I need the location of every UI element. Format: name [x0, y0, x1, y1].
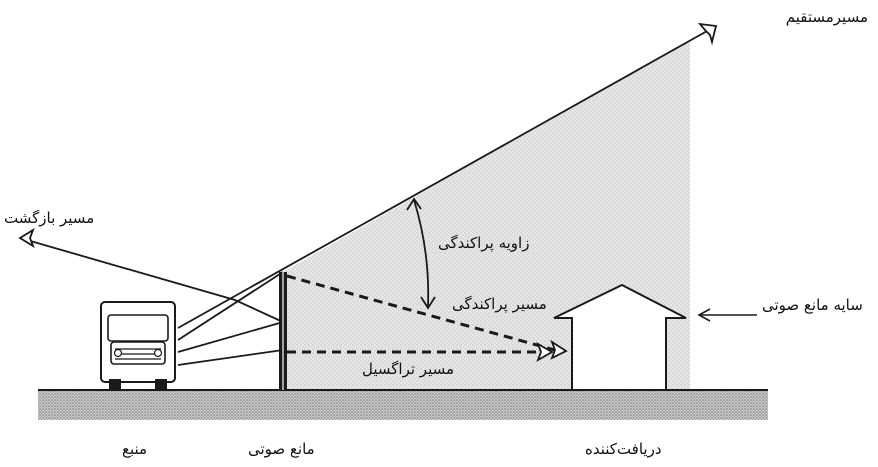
truck-icon: [100, 301, 176, 390]
ray-to-barrier-mid: [177, 321, 284, 353]
house-icon: [553, 283, 687, 391]
label-barrier-shadow: سایه مانع صوتی: [762, 296, 863, 314]
direct-path-line: [177, 25, 717, 329]
label-barrier: مانع صوتی: [248, 440, 315, 458]
diffraction-path-line: [286, 274, 563, 354]
arrowhead-icon: [18, 22, 718, 363]
return-path-line: [19, 237, 284, 323]
diffraction-angle-arc: [413, 199, 430, 307]
label-diffraction-angle: زاویه پراکندگی: [438, 234, 530, 252]
ray-to-barrier-low: [177, 349, 284, 366]
label-direct-path: مسیرمستقیم: [785, 8, 868, 26]
ground: [38, 390, 768, 420]
label-receiver: دریافت‌کننده: [585, 440, 662, 458]
label-transmission-path: مسیر تراگسیل: [362, 360, 455, 378]
ray-to-barrier-top: [177, 271, 284, 341]
label-return-path: مسیر بازگشت: [4, 209, 95, 227]
label-source: منبع: [122, 440, 148, 458]
label-diffraction-path: مسیر پراکندگی: [452, 295, 547, 313]
